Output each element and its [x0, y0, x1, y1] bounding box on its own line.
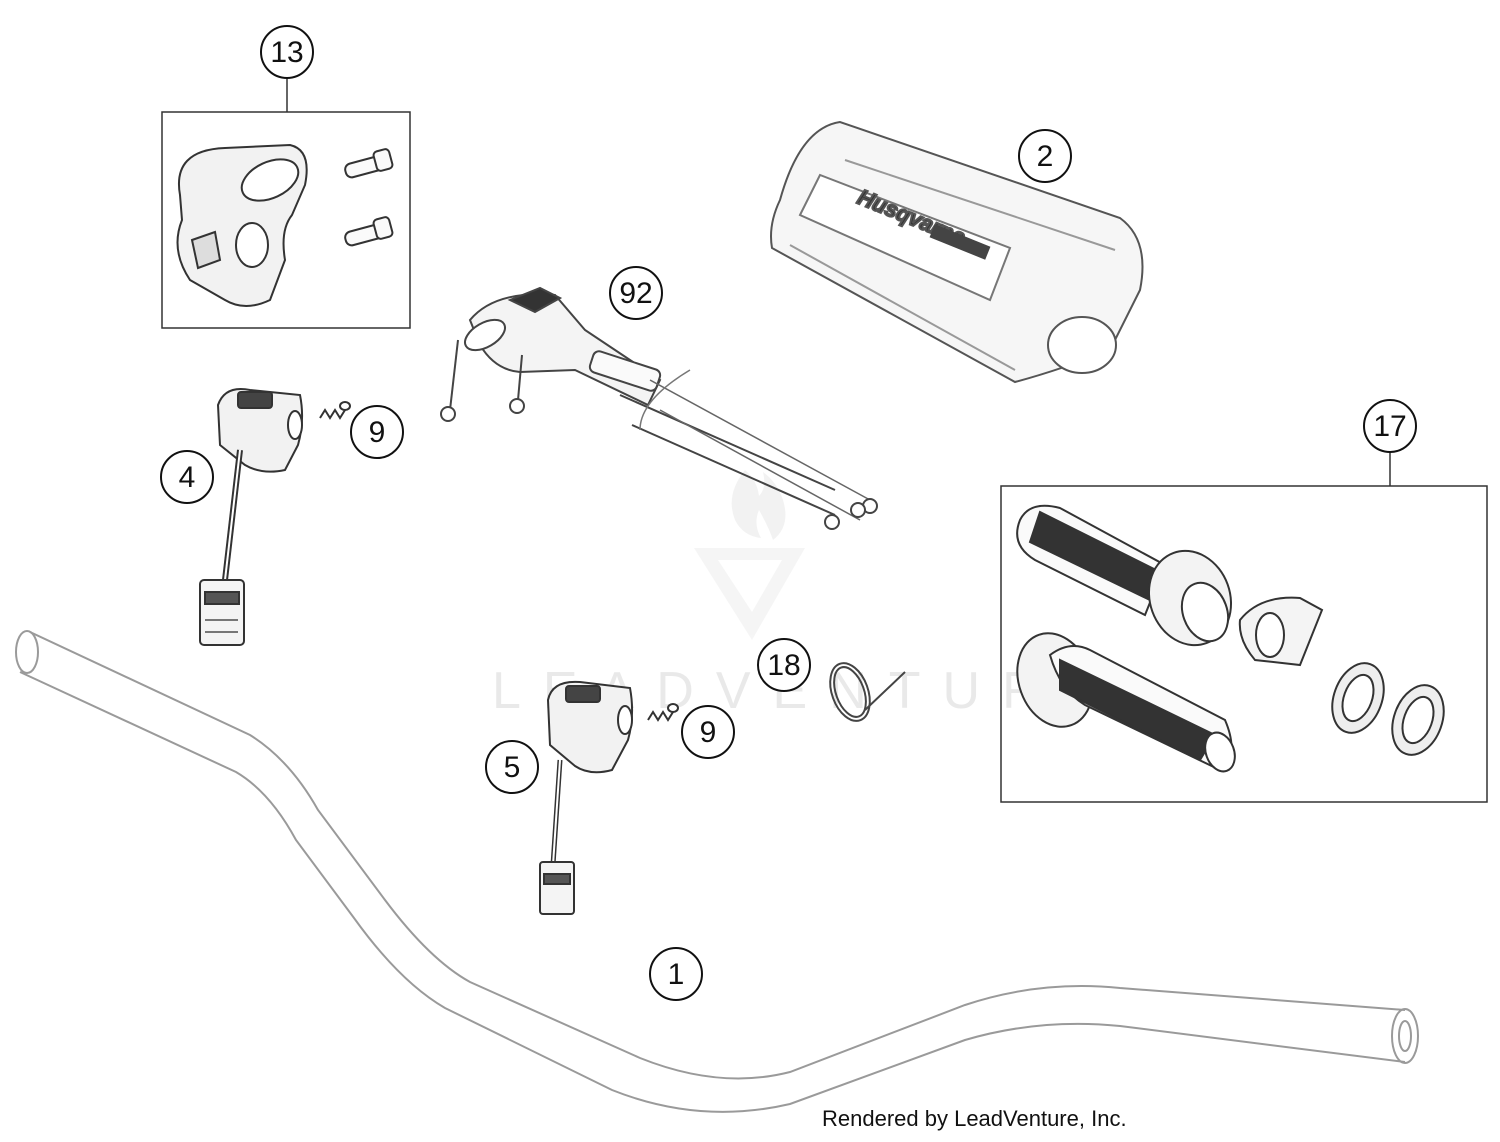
callout-13-label: 13 [270, 36, 303, 69]
part-5-switch [539, 680, 634, 915]
callout-13: 13 [260, 25, 314, 79]
callout-1-label: 1 [668, 958, 685, 991]
part-17-grip-set [1000, 452, 1488, 803]
part-18-cable-tie [829, 662, 906, 722]
callout-1: 1 [649, 947, 703, 1001]
callout-5: 5 [485, 740, 539, 794]
callout-9-upper-label: 9 [369, 416, 386, 449]
render-credit: Rendered by LeadVenture, Inc. [822, 1106, 1127, 1131]
callout-9-lower-label: 9 [700, 716, 717, 749]
callout-2: 2 [1018, 129, 1072, 183]
part-1-handlebar [15, 630, 1419, 1113]
callout-4: 4 [160, 450, 214, 504]
callout-92: 92 [609, 266, 663, 320]
callout-17-label: 17 [1373, 410, 1406, 443]
part-2-handlebar-pad: Husqvarna [770, 120, 1144, 384]
callout-9-lower: 9 [681, 705, 735, 759]
callout-18: 18 [757, 638, 811, 692]
callout-18-label: 18 [767, 649, 800, 682]
callout-92-label: 92 [619, 277, 652, 310]
part-4-switch [199, 388, 304, 646]
callout-4-label: 4 [179, 461, 196, 494]
part-9-spring-lower [647, 703, 679, 722]
part-9-spring-upper [319, 401, 351, 420]
flame-v-logo-icon [694, 470, 805, 640]
part-92-throttle-assembly [440, 286, 878, 530]
bolt-icon [344, 148, 394, 247]
callout-2-label: 2 [1037, 140, 1054, 173]
callout-5-label: 5 [504, 751, 521, 784]
callout-17: 17 [1363, 399, 1417, 453]
part-13-clamp-kit [161, 78, 411, 329]
callout-9-upper: 9 [350, 405, 404, 459]
